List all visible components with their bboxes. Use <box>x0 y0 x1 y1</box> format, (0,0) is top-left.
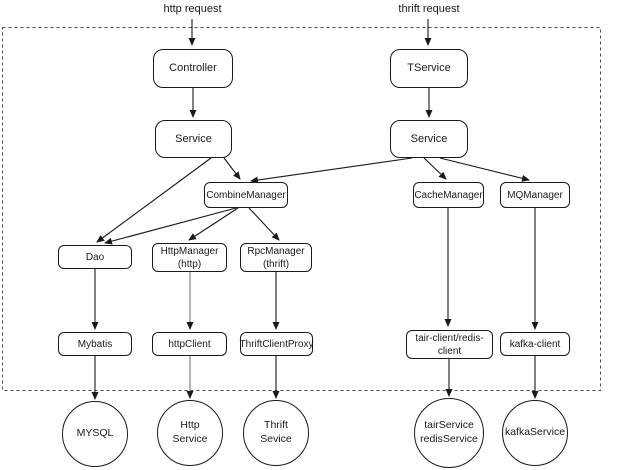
arrow-service-left-to-dao <box>96 157 212 243</box>
node-rpc-manager-label: RpcManager (thrift) <box>247 245 305 270</box>
node-service-right: Service <box>390 120 468 158</box>
node-service-left: Service <box>155 120 232 158</box>
node-kafka-client-label: kafka-client <box>509 338 561 350</box>
node-mybatis-label: Mybatis <box>77 338 113 350</box>
arrow-service-left-to-combinemanager <box>223 157 241 180</box>
node-dao: Dao <box>58 245 132 269</box>
node-combine-manager-label: CombineManager <box>206 189 286 201</box>
node-tservice: TService <box>390 49 468 88</box>
arrow-combinemanager-to-rpcmanager <box>248 207 280 241</box>
arrow-service-right-to-mqmanager <box>439 157 530 182</box>
node-rpc-manager: RpcManager (thrift) <box>240 243 312 272</box>
node-tair-redis-client: tair-client/redis- client <box>406 330 493 359</box>
node-service-left-label: Service <box>175 132 212 145</box>
node-mq-manager-label: MQManager <box>507 189 563 201</box>
external-http-service: Http Service <box>157 400 223 466</box>
system-boundary-dashed-border <box>2 27 601 391</box>
external-tair-redis-service-label: tairService redisService <box>420 419 478 445</box>
arrow-service-right-to-cachemanager <box>423 157 447 180</box>
external-kafka-service: kafkaService <box>502 400 568 466</box>
http-request-label: http request <box>163 3 222 15</box>
node-mybatis: Mybatis <box>58 332 132 356</box>
external-mysql: MYSQL <box>62 401 128 467</box>
node-kafka-client: kafka-client <box>500 332 570 356</box>
node-tservice-label: TService <box>407 62 451 75</box>
node-controller-label: Controller <box>169 62 217 75</box>
external-thrift-service-label: Thrift Sevice <box>260 419 292 445</box>
node-tair-redis-client-label: tair-client/redis- client <box>415 332 484 357</box>
node-dao-label: Dao <box>85 251 105 263</box>
node-http-manager-label: HttpManager (http) <box>160 245 219 270</box>
node-cache-manager: CacheManager <box>413 182 484 208</box>
external-thrift-service: Thrift Sevice <box>243 400 309 466</box>
external-kafka-service-label: kafkaService <box>504 426 566 439</box>
external-http-service-label: Http Service <box>172 419 208 445</box>
thrift-request-label: thrift request <box>398 3 460 15</box>
node-http-manager: HttpManager (http) <box>152 243 227 272</box>
node-thrift-client-proxy: ThriftClientProxy <box>240 332 313 356</box>
node-combine-manager: CombineManager <box>204 182 288 208</box>
arrow-combinemanager-to-dao <box>104 207 237 245</box>
arrow-service-right-to-combinemanager <box>250 157 413 184</box>
external-tair-redis-service: tairService redisService <box>414 398 484 468</box>
external-mysql-label: MYSQL <box>76 427 114 440</box>
node-thrift-client-proxy-label: ThriftClientProxy <box>239 338 314 350</box>
node-http-client-label: httpClient <box>168 338 211 350</box>
node-cache-manager-label: CacheManager <box>414 189 483 201</box>
node-http-client: httpClient <box>152 332 227 356</box>
node-mq-manager: MQManager <box>500 182 570 208</box>
node-controller: Controller <box>153 49 233 88</box>
node-service-right-label: Service <box>410 132 448 145</box>
arrow-combinemanager-to-httpmanager <box>188 207 239 241</box>
